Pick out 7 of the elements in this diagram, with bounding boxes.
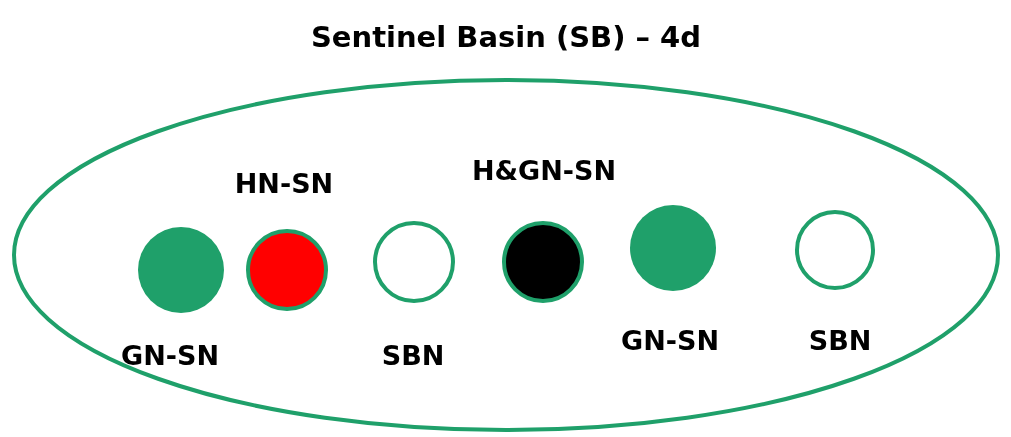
node-label: SBN (381, 341, 445, 369)
node-label: GN-SN (121, 341, 219, 369)
node-label: SBN (808, 326, 872, 354)
basin-label: Sentinel Basin (SB) – 4d (310, 19, 702, 56)
node-label: HN-SN (234, 169, 334, 197)
node-label: GN-SN (621, 326, 719, 354)
node-label: H&GN-SN (471, 156, 617, 184)
